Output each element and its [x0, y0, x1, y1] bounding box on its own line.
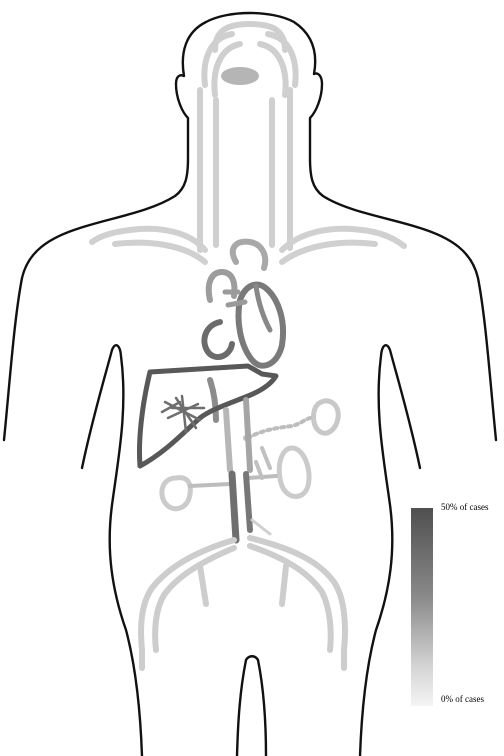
abdominal-organs [162, 400, 338, 540]
legend-gradient-bar [411, 508, 433, 706]
legend-min-label: 0% of cases [441, 694, 484, 704]
arm-vessels [92, 229, 404, 262]
brain-structure [221, 67, 259, 85]
heart-region [204, 242, 283, 420]
legend-max-label: 50% of cases [441, 502, 488, 512]
head-neck-vessels [200, 24, 296, 250]
pelvic-vessels [141, 538, 345, 668]
